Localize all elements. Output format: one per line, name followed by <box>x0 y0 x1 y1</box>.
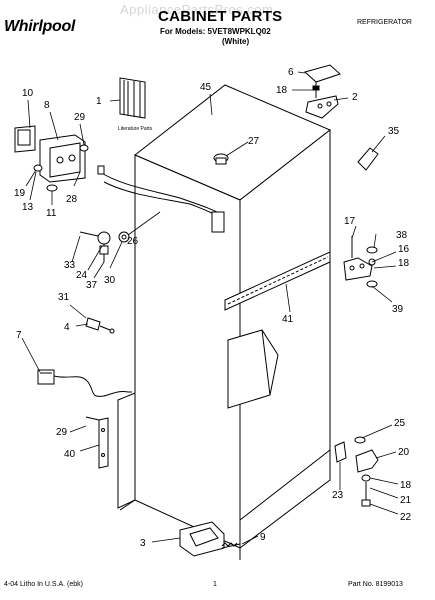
callout-18-top: 18 <box>276 85 288 96</box>
category-label: REFRIGERATOR <box>357 19 412 26</box>
footer-part-number: Part No. 8199013 <box>348 581 403 588</box>
callout-18-center: 18 <box>398 258 410 269</box>
callout-22: 22 <box>400 512 412 523</box>
callout-19: 19 <box>14 188 26 199</box>
plug <box>357 147 379 171</box>
cabinet-body <box>117 84 331 560</box>
callout-3: 3 <box>140 538 146 549</box>
callout-26: 26 <box>127 236 139 247</box>
page-title: CABINET PARTS <box>158 8 283 25</box>
kickplate-bracket <box>85 416 109 469</box>
callout-29-top: 29 <box>74 112 86 123</box>
callout-1: 1 <box>96 96 102 107</box>
callout-11: 11 <box>46 208 57 219</box>
leveling-leg <box>179 521 241 557</box>
callout-33: 33 <box>64 260 76 271</box>
callout-6: 6 <box>288 67 294 78</box>
callout-10: 10 <box>22 88 34 99</box>
button <box>213 153 229 165</box>
clip-assembly <box>85 317 115 334</box>
callout-31: 31 <box>58 292 70 303</box>
callout-numbers: 1 2 3 4 6 7 8 9 10 11 13 16 17 18 18 18 … <box>14 67 412 549</box>
footer-page-number: 1 <box>213 581 217 588</box>
callout-30: 30 <box>104 275 116 286</box>
color-line: (White) <box>222 37 250 46</box>
footer-print-info: 4-04 Litho In U.S.A. (ebk) <box>4 581 83 588</box>
callout-17: 17 <box>344 216 356 227</box>
literature-booklet <box>119 77 146 119</box>
callout-13: 13 <box>22 202 34 213</box>
thermostat-valve <box>79 231 130 262</box>
callout-16: 16 <box>398 244 410 255</box>
callout-18-bottom: 18 <box>400 480 412 491</box>
interior-shadow <box>227 329 279 409</box>
callout-45: 45 <box>200 82 212 93</box>
callout-27: 27 <box>248 136 260 147</box>
callout-20: 20 <box>398 447 410 458</box>
callout-38: 38 <box>396 230 408 241</box>
callout-9: 9 <box>260 532 266 543</box>
callout-35: 35 <box>388 126 400 137</box>
callout-29-bottom: 29 <box>56 427 68 438</box>
top-hinge <box>305 95 339 119</box>
callout-21: 21 <box>400 495 412 506</box>
bottom-hinge <box>334 436 379 507</box>
power-cord <box>37 369 132 397</box>
models-line: For Models: 5VET8WPKLQ02 <box>160 27 271 36</box>
callout-2: 2 <box>352 92 358 103</box>
wiring-harness <box>97 165 225 233</box>
crossrail <box>224 251 331 311</box>
callout-7: 7 <box>16 330 22 341</box>
watermark-text: AppliancePartsPros.com <box>120 2 274 17</box>
literature-label: Literature Parts <box>118 126 153 132</box>
callout-40: 40 <box>64 449 76 460</box>
screw <box>312 85 320 98</box>
callout-24: 24 <box>76 270 88 281</box>
callout-8: 8 <box>44 100 50 111</box>
hinge-cap <box>303 64 341 88</box>
center-hinge <box>343 236 378 288</box>
callout-39: 39 <box>392 304 404 315</box>
callout-25: 25 <box>394 418 406 429</box>
callout-41: 41 <box>282 314 294 325</box>
callout-37: 37 <box>86 280 98 291</box>
callout-23: 23 <box>332 490 344 501</box>
relay-assembly <box>14 125 89 192</box>
leader-lines <box>21 71 399 545</box>
callout-28: 28 <box>66 194 78 205</box>
callout-4: 4 <box>64 322 70 333</box>
brand-logo: Whirlpool <box>4 18 76 35</box>
